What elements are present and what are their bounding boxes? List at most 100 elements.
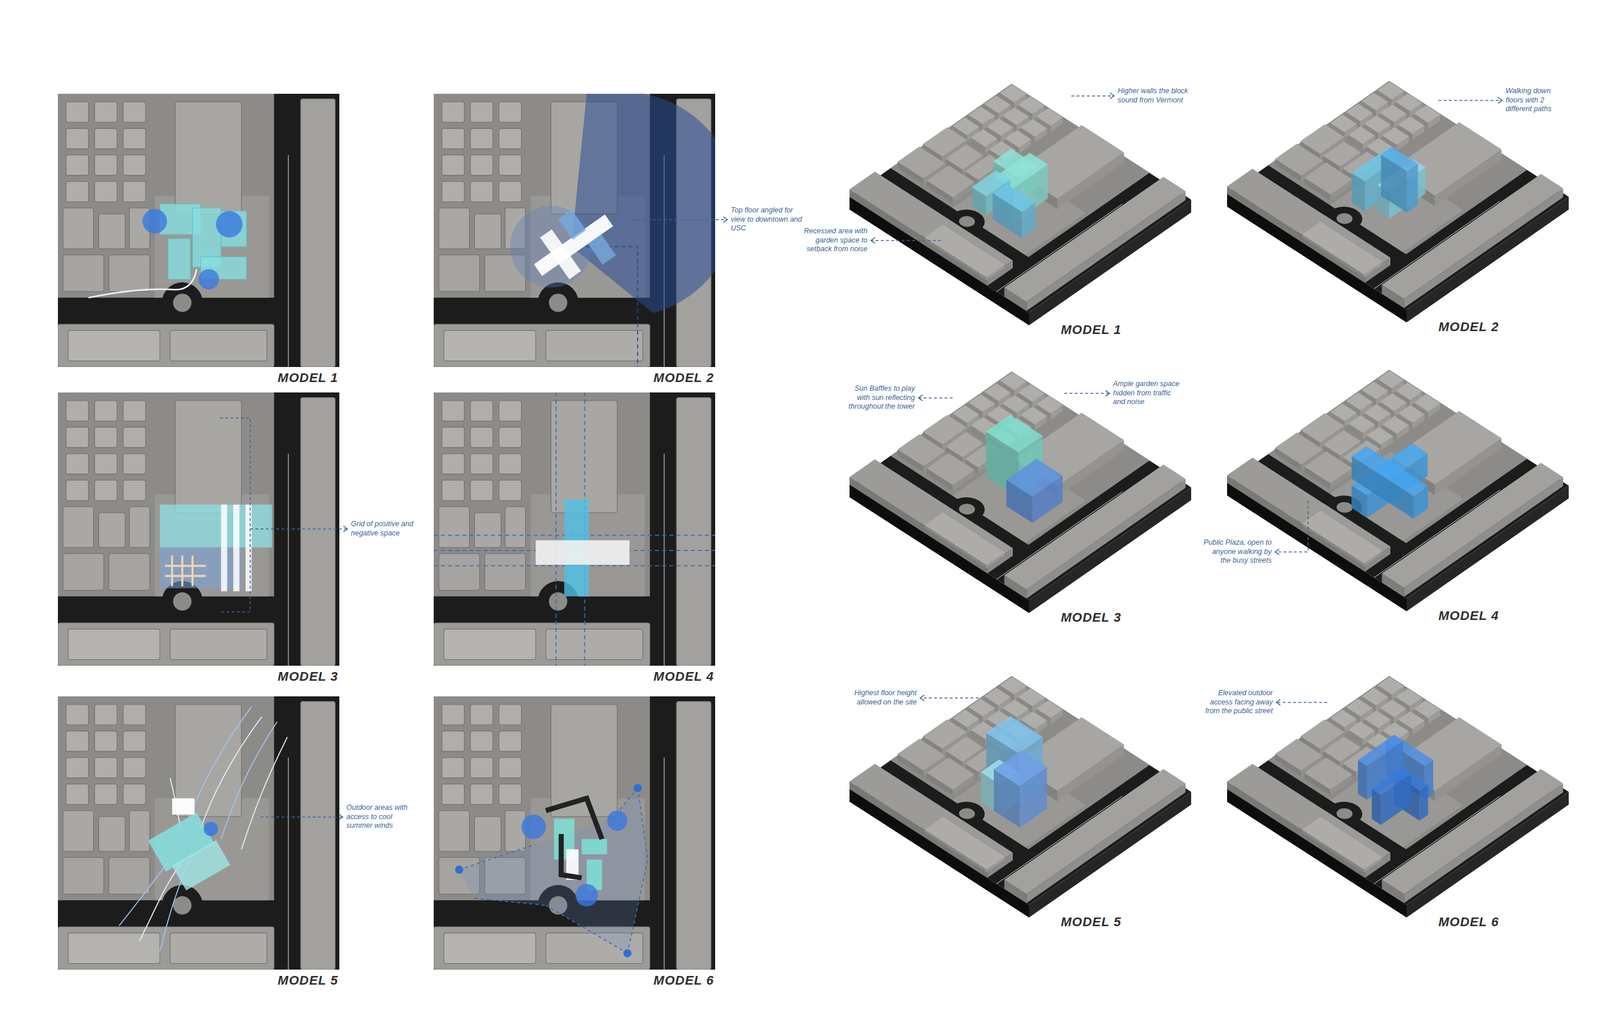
model-face	[984, 687, 1012, 706]
model-face	[1304, 162, 1353, 195]
model-face	[1002, 107, 1030, 125]
model-face	[1345, 698, 1373, 717]
cul-de-sac-island	[173, 592, 192, 611]
model-face	[1351, 446, 1429, 497]
model-face	[1379, 104, 1407, 122]
site-block	[676, 397, 712, 666]
site-block	[94, 758, 117, 779]
model-panel: MODEL 6	[1224, 671, 1572, 944]
model-face	[952, 117, 980, 135]
site-block	[441, 427, 465, 448]
site-block	[499, 427, 522, 448]
leader-arrowhead	[1276, 699, 1281, 706]
massing-block	[171, 798, 195, 815]
model-face	[1036, 396, 1064, 414]
model-face	[1357, 734, 1404, 767]
annotation-note: Highest floor height allowed on the site	[850, 689, 917, 708]
cul-de-sac	[1336, 213, 1353, 224]
site-block	[63, 254, 104, 292]
model-face	[1379, 699, 1407, 717]
site-block	[66, 784, 89, 805]
site-block	[123, 758, 146, 779]
site-block	[499, 453, 522, 475]
tree-blob	[575, 884, 599, 907]
site-block	[474, 513, 501, 548]
model-face	[1419, 785, 1429, 822]
massing-block	[558, 209, 587, 240]
model-face	[1364, 404, 1391, 422]
massing-block	[587, 234, 616, 265]
site-block	[438, 254, 480, 292]
site-model-photo	[846, 671, 1195, 944]
massing-block	[245, 504, 252, 592]
site-block	[94, 784, 117, 805]
model-caption: MODEL 2	[1438, 319, 1499, 335]
site-block	[94, 704, 117, 726]
site-block	[300, 397, 336, 666]
road-ground	[433, 392, 716, 666]
bracket-line	[220, 418, 251, 613]
site-block	[123, 427, 146, 448]
site-block	[66, 155, 89, 176]
cul-de-sac	[958, 808, 976, 819]
model-face	[993, 750, 1047, 787]
tree-blob	[455, 865, 464, 874]
cul-de-sac-island	[173, 896, 192, 915]
site-block	[530, 494, 645, 597]
leader-arrowhead	[1275, 548, 1280, 555]
leader-arrowhead	[338, 814, 343, 820]
model-face	[1006, 459, 1063, 497]
cul-de-sac	[1336, 502, 1353, 513]
model-caption: MODEL 1	[1060, 322, 1122, 338]
site-block	[66, 128, 89, 149]
annotation-note: Public Plaza, open to anyone walking by …	[1203, 538, 1272, 566]
annotation-note: Higher walls the block sound from Vermon…	[1117, 86, 1189, 105]
model-panel: MODEL 6	[433, 696, 716, 994]
model-face	[1026, 783, 1186, 904]
site-block	[474, 214, 501, 250]
model-face	[1020, 407, 1047, 425]
model-face	[1348, 415, 1376, 433]
model-face	[1404, 477, 1564, 598]
leader-arrowhead	[723, 216, 728, 223]
model-panel: MODEL 5	[846, 671, 1195, 944]
model-base	[849, 83, 1192, 313]
model-face	[986, 415, 1043, 453]
site-block	[123, 480, 146, 501]
model-face	[1414, 105, 1441, 123]
site-block	[484, 553, 526, 591]
model-face	[1026, 191, 1186, 311]
model-face	[1304, 758, 1353, 790]
site-block	[444, 330, 536, 362]
site-block	[123, 101, 146, 123]
model-caption: MODEL 4	[1438, 608, 1499, 624]
site-block	[94, 400, 117, 421]
site-block	[300, 701, 336, 970]
leader-line	[870, 240, 942, 242]
site-block	[499, 784, 522, 805]
site-block	[123, 731, 146, 752]
site-block	[438, 810, 470, 852]
model-face	[1377, 370, 1405, 388]
road-ground	[57, 93, 340, 368]
massing-block	[581, 839, 607, 855]
site-block	[108, 857, 150, 895]
model-face	[1414, 700, 1441, 719]
site-block	[63, 506, 94, 548]
tree-blob	[142, 209, 167, 234]
model-caption: MODEL 6	[653, 973, 715, 989]
model-face	[1381, 147, 1419, 172]
model-caption: MODEL 4	[653, 669, 715, 685]
site-block	[108, 553, 150, 591]
site-block	[474, 817, 501, 852]
leader-line	[920, 697, 979, 699]
site-block	[499, 101, 522, 123]
site-block	[499, 181, 522, 202]
annotation-note: Top floor angled for view to downtown an…	[730, 206, 807, 234]
site-block	[57, 927, 274, 970]
cul-de-sac	[958, 215, 976, 227]
model-face	[1036, 108, 1064, 126]
annotation-note: Elevated outdoor access facing away from…	[1202, 689, 1273, 717]
lane-line	[287, 758, 289, 970]
model-face	[986, 716, 1043, 754]
